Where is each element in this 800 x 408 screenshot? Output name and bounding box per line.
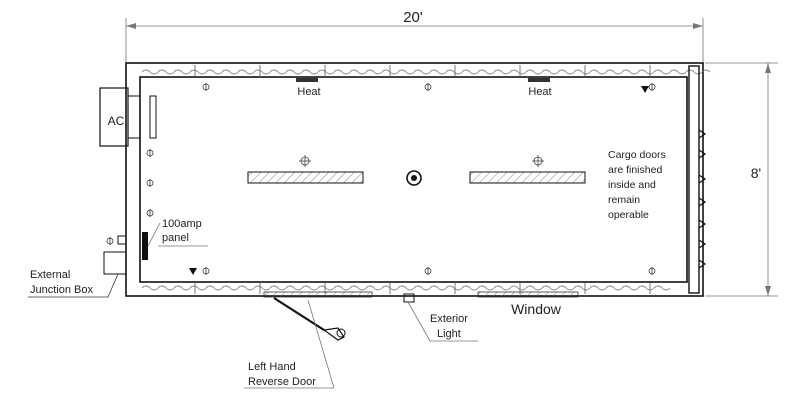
length-dimension: 20' — [125, 9, 704, 62]
heater-right-label: Heat — [528, 86, 551, 98]
cargo-note-line-5: operable — [608, 209, 649, 221]
cargo-doors-note: Cargo doors are finished inside and rema… — [608, 149, 666, 221]
window-label: Window — [511, 301, 562, 317]
exterior-light-label-1: Exterior — [430, 313, 468, 325]
ac-label: AC — [108, 114, 125, 128]
width-dimension: 8' — [705, 62, 778, 297]
panel-label-1: 100amp — [162, 218, 202, 230]
electrical-panel: 100amp panel — [142, 218, 208, 260]
panel-label-2: panel — [162, 232, 189, 244]
door-label-2: Reverse Door — [248, 376, 316, 388]
outlets — [106, 83, 656, 275]
heater-right: Heat — [528, 78, 552, 98]
ceiling-device — [406, 170, 422, 186]
heater-left-label: Heat — [297, 86, 320, 98]
exterior-light: Exterior Light — [403, 293, 478, 342]
entry-door: Left Hand Reverse Door — [244, 291, 373, 389]
cargo-note-line-3: inside and — [608, 179, 656, 191]
junction-label-1: External — [30, 269, 70, 281]
cargo-note-line-4: remain — [608, 194, 640, 206]
data-ports — [189, 86, 649, 275]
light-fixture-right — [469, 155, 586, 184]
light-fixture-left — [247, 155, 364, 184]
window: Window — [477, 291, 579, 317]
cargo-doors — [688, 65, 707, 294]
ac-unit: AC — [99, 87, 157, 147]
cargo-note-line-1: Cargo doors — [608, 149, 666, 161]
exterior-light-label-2: Light — [437, 328, 461, 340]
length-label: 20' — [403, 9, 423, 26]
junction-label-2: Junction Box — [30, 284, 93, 296]
door-label-1: Left Hand — [248, 361, 296, 373]
external-junction-box: External Junction Box — [28, 235, 127, 298]
width-label: 8' — [751, 165, 761, 181]
cargo-note-line-2: are finished — [608, 164, 662, 176]
trailer-walls — [125, 62, 711, 297]
heater-left: Heat — [296, 78, 321, 98]
